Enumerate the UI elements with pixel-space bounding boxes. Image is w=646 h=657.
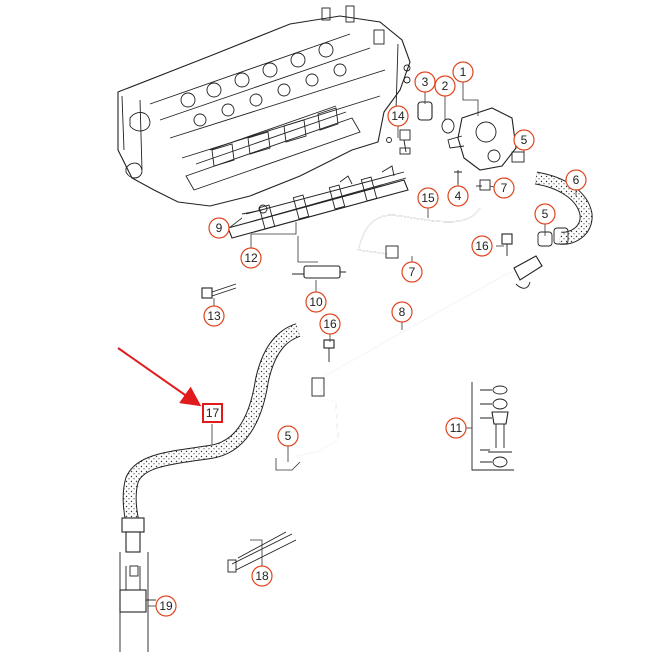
callout-16-right[interactable]: 16 [471, 235, 493, 257]
cylinder-head [117, 5, 411, 207]
bolt-13 [201, 283, 237, 299]
callout-11-label: 11 [450, 421, 463, 435]
callout-7-pump-label: 7 [501, 181, 508, 195]
callout-5-pump-label: 5 [521, 133, 528, 147]
sensor-10 [292, 265, 346, 279]
bolt-16-middle [323, 339, 335, 362]
callout-2[interactable]: 2 [434, 75, 456, 97]
callout-11[interactable]: 11 [445, 417, 467, 439]
callout-15[interactable]: 15 [417, 187, 439, 209]
callout-13[interactable]: 13 [203, 305, 225, 327]
callout-12-label: 12 [244, 251, 258, 265]
callout-9[interactable]: 9 [208, 217, 230, 239]
bolt-16-right [501, 233, 513, 256]
callout-10[interactable]: 10 [305, 291, 327, 313]
callout-10-label: 10 [309, 295, 323, 309]
callout-2-label: 2 [442, 79, 449, 93]
highlight-arrow [117, 347, 202, 407]
callout-4-label: 4 [455, 189, 462, 203]
callout-13-label: 13 [207, 309, 221, 323]
fuel-rail [227, 165, 409, 239]
callout-5-lower-label: 5 [285, 429, 292, 443]
callout-16-right-label: 16 [475, 239, 489, 253]
callout-18[interactable]: 18 [251, 565, 273, 587]
callout-12[interactable]: 12 [240, 247, 262, 269]
callout-8[interactable]: 8 [391, 301, 413, 323]
callout-3[interactable]: 3 [414, 71, 436, 93]
callout-6-label: 6 [573, 173, 580, 187]
fuel-line-8 [295, 255, 543, 457]
bolt-14 [399, 129, 411, 155]
callout-7-line-label: 7 [409, 265, 416, 279]
callout-5-hose[interactable]: 5 [534, 203, 556, 225]
callout-1[interactable]: 1 [452, 61, 474, 83]
callout-19[interactable]: 19 [155, 595, 177, 617]
callout-7-pump[interactable]: 7 [493, 177, 515, 199]
kit-11 [471, 382, 514, 471]
callout-5-pump[interactable]: 5 [513, 129, 535, 151]
callout-4[interactable]: 4 [447, 185, 469, 207]
fuel-line-15 [357, 207, 481, 259]
callout-17-label: 17 [206, 406, 220, 420]
callout-3-label: 3 [422, 75, 429, 89]
leader-lines [148, 82, 577, 607]
callout-9-label: 9 [216, 221, 223, 235]
callout-6[interactable]: 6 [565, 169, 587, 191]
hose-17 [121, 323, 301, 553]
clips-18 [227, 531, 297, 573]
callout-16-middle[interactable]: 16 [319, 313, 341, 335]
callout-15-label: 15 [421, 191, 435, 205]
hose-6 [534, 171, 593, 247]
callout-16-middle-label: 16 [323, 317, 337, 331]
high-pressure-pump [417, 101, 525, 191]
callout-14[interactable]: 14 [387, 105, 409, 127]
callout-5-hose-label: 5 [542, 207, 549, 221]
callout-8-label: 8 [399, 305, 406, 319]
callout-18-label: 18 [255, 569, 269, 583]
callout-19-label: 19 [159, 599, 173, 613]
connector-19 [119, 552, 156, 652]
callout-5-lower[interactable]: 5 [277, 425, 299, 447]
callout-7-line[interactable]: 7 [401, 261, 423, 283]
callout-14-label: 14 [391, 109, 405, 123]
callout-1-label: 1 [460, 65, 467, 79]
highlighted-callout-17[interactable]: 17 [202, 403, 223, 423]
